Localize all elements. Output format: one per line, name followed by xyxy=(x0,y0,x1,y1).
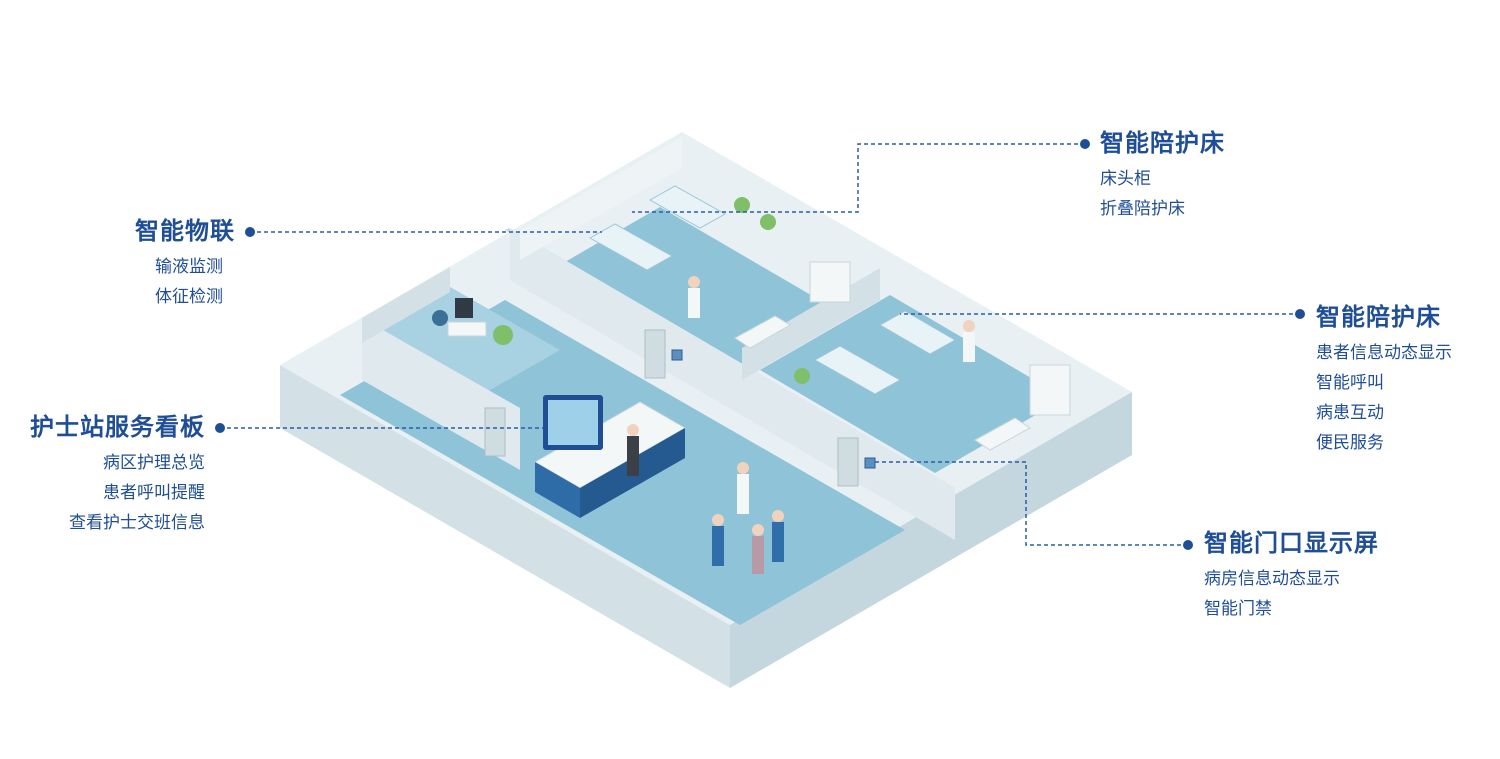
companion-sofa xyxy=(974,417,1031,451)
elder-figure xyxy=(752,524,764,536)
bedside-cabinet xyxy=(809,261,851,303)
door-screen xyxy=(671,349,683,361)
callout-bed-top-item: 折叠陪护床 xyxy=(1100,199,1185,219)
callout-bed-top-title: 智能陪护床 xyxy=(1100,129,1225,157)
nurse-figure-body xyxy=(737,474,749,514)
businessman-figure-body xyxy=(627,436,639,476)
callout-iot: 智能物联 输液监测 体征检测 xyxy=(90,216,235,312)
nurse-figure xyxy=(737,462,749,474)
callout-door-screen-title: 智能门口显示屏 xyxy=(1204,529,1379,557)
leader-line-bed-top xyxy=(632,143,1085,213)
companion-sofa xyxy=(734,315,791,349)
plant xyxy=(493,325,513,345)
floor-slab-right-side xyxy=(730,392,1132,688)
bed xyxy=(813,345,902,395)
plant xyxy=(734,197,750,213)
callout-nurse-board: 护士站服务看板 病区护理总览 患者呼叫提醒 查看护士交班信息 xyxy=(10,412,205,538)
elder-figure-body xyxy=(752,536,764,574)
leader-dot-nurse-board xyxy=(215,423,225,433)
nurse-station-board-screen xyxy=(548,400,598,445)
callout-bed-right-item: 便民服务 xyxy=(1316,433,1384,453)
ward-door xyxy=(644,329,666,379)
visitor-figure xyxy=(712,514,724,526)
callout-nurse-board-item: 病区护理总览 xyxy=(103,453,205,473)
ward-room-right-floor xyxy=(760,295,1065,473)
office-back-wall xyxy=(362,267,450,343)
callout-bed-top-item: 床头柜 xyxy=(1100,169,1151,189)
doctor-figure-body xyxy=(963,332,975,362)
callout-bed-top: 智能陪护床 床头柜 折叠陪护床 xyxy=(1100,128,1225,224)
callout-iot-title: 智能物联 xyxy=(135,217,235,245)
visitor-figure xyxy=(772,510,784,522)
office-worker xyxy=(432,310,448,326)
nurse-station-desk-front xyxy=(535,462,580,518)
office-wall xyxy=(362,318,520,470)
ward-right-door xyxy=(837,437,859,487)
callout-nurse-board-item: 查看护士交班信息 xyxy=(69,513,205,533)
bedside-cabinet xyxy=(1029,364,1071,416)
visitor-figure-body xyxy=(772,522,784,562)
plant xyxy=(794,368,810,384)
office-door xyxy=(484,407,506,457)
bed xyxy=(588,223,674,271)
doctor-figure xyxy=(688,276,700,288)
door-screen-right xyxy=(864,457,876,469)
leader-dot-bed-top xyxy=(1080,139,1090,149)
doctor-figure xyxy=(963,320,975,332)
callout-door-screen-item: 智能门禁 xyxy=(1204,599,1272,619)
office-monitor xyxy=(455,298,473,318)
callout-nurse-board-item: 患者呼叫提醒 xyxy=(103,483,205,503)
callout-bed-right: 智能陪护床 患者信息动态显示 智能呼叫 病患互动 便民服务 xyxy=(1316,302,1452,458)
leader-dot-iot xyxy=(245,227,255,237)
callout-iot-item: 输液监测 xyxy=(155,257,223,277)
callout-bed-right-item: 病患互动 xyxy=(1316,403,1384,423)
nurse-office-floor xyxy=(375,287,560,393)
callout-nurse-board-title: 护士站服务看板 xyxy=(30,413,205,441)
office-desk xyxy=(447,321,487,337)
leader-dot-bed-right xyxy=(1295,309,1305,319)
callout-iot-item: 体征检测 xyxy=(155,287,223,307)
callout-door-screen-item: 病房信息动态显示 xyxy=(1204,569,1340,589)
plant xyxy=(760,214,776,230)
ward-back-wall xyxy=(520,137,682,260)
bed xyxy=(878,310,957,355)
businessman-figure xyxy=(627,424,639,436)
callout-door-screen: 智能门口显示屏 病房信息动态显示 智能门禁 xyxy=(1204,528,1379,624)
callout-bed-right-item: 智能呼叫 xyxy=(1316,373,1384,393)
doctor-figure-body xyxy=(688,288,700,318)
visitor-figure-body xyxy=(712,526,724,566)
callout-bed-right-title: 智能陪护床 xyxy=(1316,303,1441,331)
callout-bed-right-item: 患者信息动态显示 xyxy=(1316,343,1452,363)
floor-slab-left-side xyxy=(280,365,730,688)
leader-dot-door-screen xyxy=(1183,540,1193,550)
leader-line-door-screen xyxy=(875,461,1188,546)
bed xyxy=(648,185,727,229)
